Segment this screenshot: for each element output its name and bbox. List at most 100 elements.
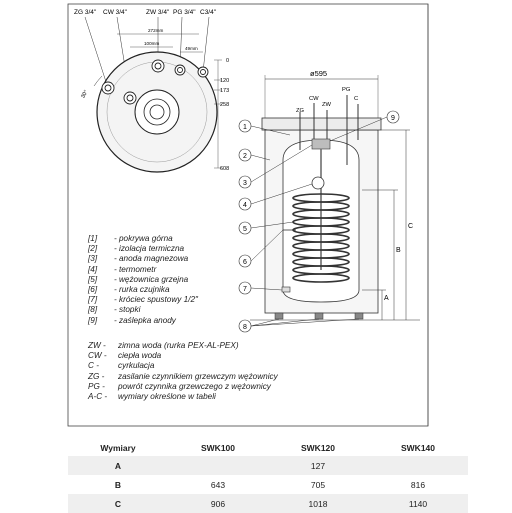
abbreviations-legend: ZW - zimna woda (rurka PEX-AL-PEX) CW - ci… [88, 341, 348, 402]
legend-text: - rurka czujnika [114, 285, 170, 295]
legend-num: [6] [88, 285, 98, 295]
dim-272: 272mm [148, 28, 163, 33]
table-cell [368, 456, 468, 475]
legend-num: [9] [88, 315, 98, 325]
table-row: C 906 1018 1140 [68, 494, 468, 513]
top-conn-c: C3/4" [200, 9, 217, 16]
table-header: SWK100 [200, 443, 235, 453]
abbr-text: powrót czynnika grzewczego z wężownicy [118, 381, 271, 391]
legend-num: [1] [88, 234, 98, 243]
legend-row: [4] - termometr [88, 265, 278, 275]
dim-0: 0 [226, 58, 229, 64]
table-header: Wymiary [100, 443, 136, 453]
dim-a-label: A [384, 295, 389, 302]
top-conn-pg: PG 3/4" [173, 9, 196, 16]
abbr-row: C - cyrkulacja [88, 361, 348, 371]
legend-num: [7] [88, 295, 98, 305]
table-header-row: Wymiary SWK100 SWK120 SWK140 [68, 440, 468, 456]
legend-num: [5] [88, 274, 98, 284]
side-conn-zg: ZG [296, 108, 305, 114]
dimensions-table: Wymiary SWK100 SWK120 SWK140 A 127 B 643… [68, 440, 468, 513]
abbr-code: ZW - [88, 341, 106, 350]
table-row: B 643 705 816 [68, 475, 468, 494]
top-conn-zg: ZG 3/4" [74, 9, 97, 16]
legend-row: [6] - rurka czujnika [88, 285, 278, 295]
table-row-label: C [68, 494, 168, 513]
abbr-code: PG - [88, 381, 105, 391]
legend-row: [9] - zaślepka anody [88, 316, 278, 326]
legend-text: - stopki [114, 305, 141, 315]
abbr-text: zimna woda (rurka PEX-AL-PEX) [118, 341, 239, 350]
table-cell: 906 [168, 494, 268, 513]
abbr-text: ciepła woda [118, 351, 162, 361]
top-conn-zw: ZW 3/4" [146, 9, 170, 16]
table-cell: 1018 [268, 494, 368, 513]
callout-3: 3 [243, 180, 247, 187]
side-conn-zw: ZW [322, 102, 332, 108]
abbr-code: A-C - [88, 392, 108, 402]
abbr-text: cyrkulacja [118, 361, 155, 371]
table-header: SWK140 [400, 443, 435, 453]
callout-7: 7 [243, 286, 247, 293]
legend-text: - anoda magnezowa [114, 254, 189, 264]
legend-row: [1] - pokrywa górna [88, 234, 278, 244]
table-cell: 1140 [368, 494, 468, 513]
parts-legend: [1] - pokrywa górna [2] - izolacja termicz… [88, 234, 278, 326]
top-conn-cw: CW 3/4" [103, 9, 128, 16]
dim-49: 49mm [185, 46, 198, 51]
legend-num: [2] [88, 244, 98, 254]
legend-row: [7] - króciec spustowy 1/2" [88, 295, 278, 305]
top-view: ZG 3/4" CW 3/4" ZW 3/4" PG 3/4" C3/4" 27… [74, 9, 229, 173]
callout-4: 4 [243, 202, 247, 209]
dim-608: 608 [220, 166, 229, 172]
legend-text: - termometr [114, 264, 157, 274]
callout-8: 8 [243, 324, 247, 331]
callout-6: 6 [243, 259, 247, 266]
dim-c-label: C [408, 223, 413, 230]
table-cell: 127 [268, 456, 368, 475]
table-cell: 643 [210, 479, 226, 490]
legend-text: - zaślepka anody [114, 315, 176, 325]
table-cell [168, 456, 268, 475]
legend-num: [4] [88, 264, 98, 274]
table-cell: 816 [410, 479, 426, 490]
legend-text: - izolacja termiczna [114, 244, 185, 254]
callout-2: 2 [243, 153, 247, 160]
legend-text: - króciec spustowy 1/2" [114, 295, 198, 305]
abbr-text: zasilanie czynnikiem grzewczym wężownicy [118, 371, 278, 381]
side-conn-pg: PG [342, 87, 351, 93]
table-row-label: A [68, 456, 168, 475]
abbr-code: ZG - [88, 371, 105, 381]
side-conn-c: C [354, 96, 358, 102]
legend-row: [3] - anoda magnezowa [88, 254, 278, 264]
table-header: SWK120 [300, 443, 335, 453]
legend-text: - pokrywa górna [114, 234, 173, 243]
legend-text: - wężownica grzejna [114, 274, 189, 284]
abbr-row: PG - powrót czynnika grzewczego z wężowni… [88, 382, 348, 392]
abbr-row: ZG - zasilanie czynnikiem grzewczym wężow… [88, 372, 348, 382]
abbr-code: C - [88, 361, 99, 371]
legend-row: [2] - izolacja termiczna [88, 244, 278, 254]
callout-9: 9 [391, 115, 395, 122]
legend-row: [5] - wężownica grzejna [88, 275, 278, 285]
angle-label: 30° [80, 89, 89, 99]
abbr-code: CW - [88, 351, 107, 361]
side-view: ø595 ZG CW ZW PG C [238, 69, 420, 333]
abbr-row: A-C - wymiary określone w tabeli [88, 392, 348, 402]
side-conn-cw: CW [309, 96, 319, 102]
dim-173: 173 [220, 88, 229, 94]
abbr-text: wymiary określone w tabeli [118, 392, 216, 402]
callout-1: 1 [243, 124, 247, 131]
legend-num: [8] [88, 305, 98, 315]
dim-100: 100mm [144, 41, 159, 46]
dim-258: 258 [220, 102, 229, 108]
callout-5: 5 [243, 226, 247, 233]
legend-row: [8] - stopki [88, 305, 278, 315]
table-row-label: B [114, 479, 122, 490]
legend-num: [3] [88, 254, 98, 264]
abbr-row: CW - ciepła woda [88, 351, 348, 361]
dim-b-label: B [396, 247, 401, 254]
table-row: A 127 [68, 456, 468, 475]
diameter-label: ø595 [310, 69, 327, 78]
